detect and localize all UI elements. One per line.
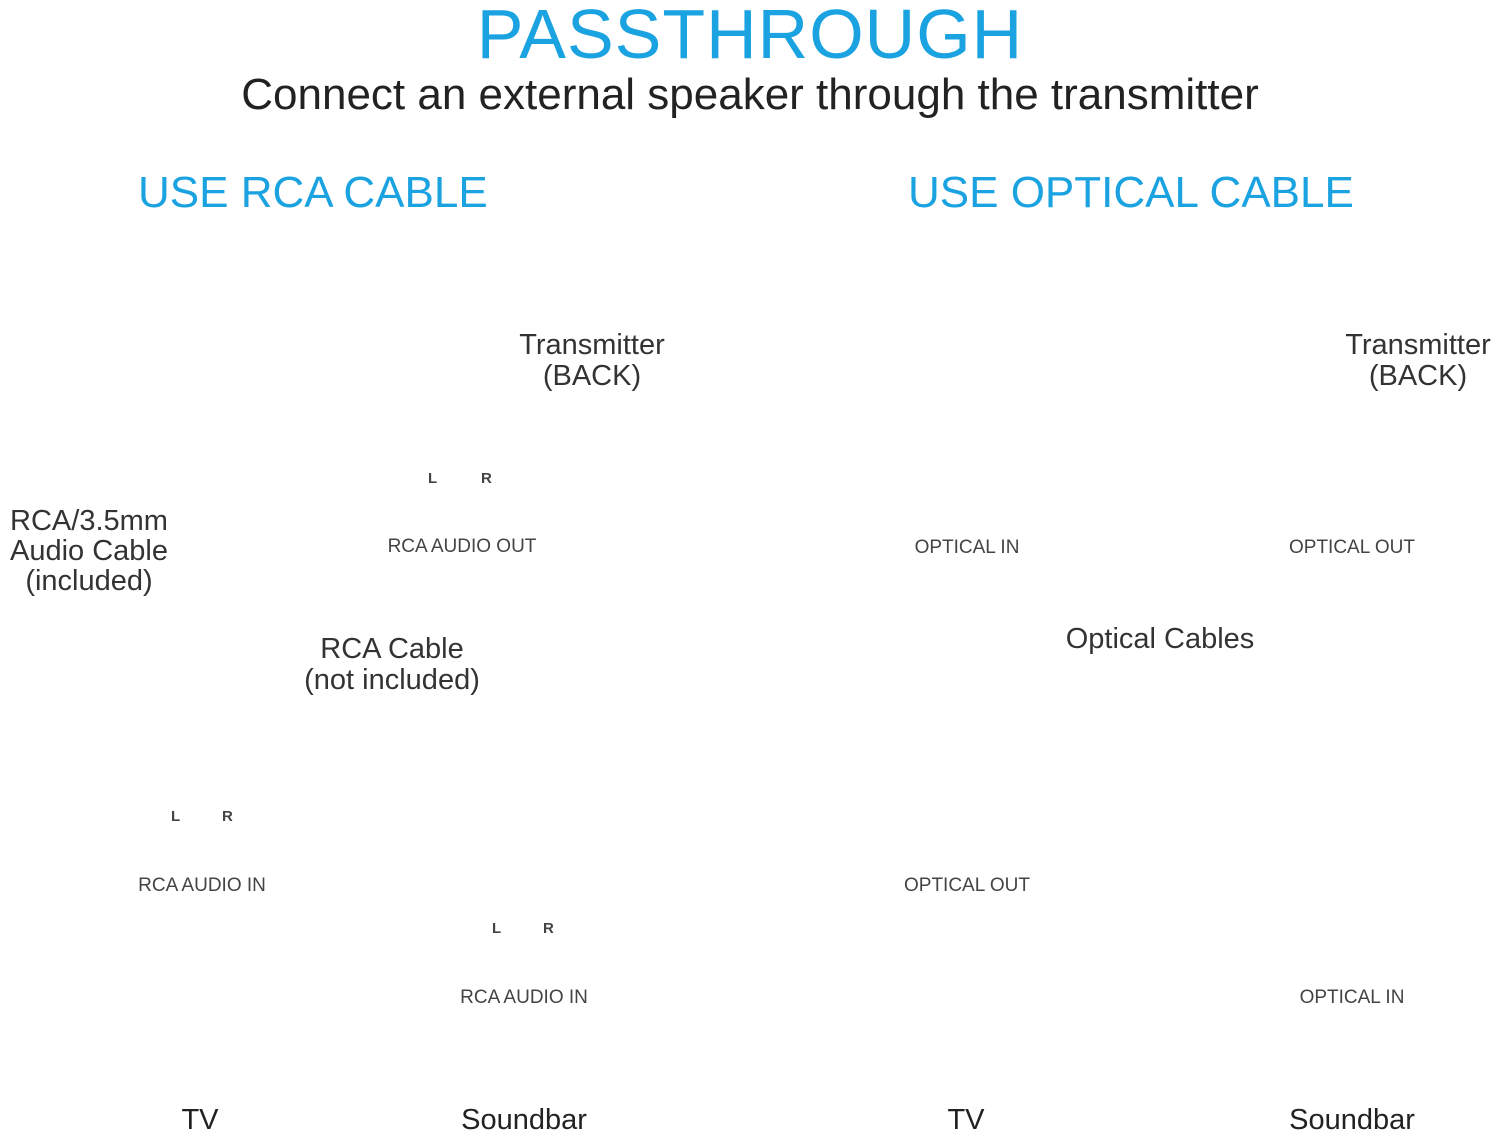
transmitter-label: Transmitter bbox=[519, 329, 665, 361]
tv-rca-audio-in-label: RCA AUDIO IN bbox=[138, 875, 266, 896]
sound-waves-icon-right bbox=[1211, 1032, 1240, 1084]
rca-cable-label: RCA Cable bbox=[320, 633, 464, 665]
audio-cable-label: RCA/3.5mm bbox=[10, 505, 168, 537]
audio-cable-35mm bbox=[173, 415, 231, 719]
tv-rca-l-jack-icon bbox=[160, 828, 196, 864]
tv-optical-port-icon bbox=[940, 810, 992, 862]
rca-audio-out-label: RCA AUDIO OUT bbox=[387, 536, 537, 557]
page-title: PASSTHROUGH bbox=[476, 0, 1024, 73]
rca-red-plug-top bbox=[268, 410, 288, 484]
out-box-l: L bbox=[428, 470, 438, 487]
optical-out-port bbox=[333, 343, 357, 367]
transmitter-label-right: Transmitter bbox=[1345, 329, 1491, 361]
sb-optical-port-icon bbox=[1326, 922, 1378, 974]
rca-out-r-jack-icon bbox=[470, 491, 504, 525]
tv-label: TV bbox=[181, 1104, 219, 1136]
optical-plug-in-top bbox=[1133, 450, 1155, 510]
port-label-power: POWER bbox=[1200, 378, 1219, 384]
optical-in-port-icon bbox=[940, 471, 992, 523]
page-subtitle: Connect an external speaker through the … bbox=[241, 70, 1259, 119]
optical-out-box-label: OPTICAL OUT bbox=[1289, 537, 1415, 558]
stereo-in-port bbox=[194, 347, 210, 363]
tv-box-r: R bbox=[222, 808, 233, 825]
port-label-3r-out: 3R OUT bbox=[1098, 378, 1116, 384]
soundbar-label-right: Soundbar bbox=[1289, 1104, 1415, 1136]
rca-cable-not-included-label: (not included) bbox=[304, 664, 480, 696]
optical-plug-out-top bbox=[1167, 450, 1189, 510]
tv-optical-out-label: OPTICAL OUT bbox=[904, 875, 1030, 896]
out-box-r: R bbox=[481, 470, 492, 487]
transmitter-back-label-right: (BACK) bbox=[1368, 360, 1468, 392]
rca-white-plug-top bbox=[225, 409, 247, 485]
tv-rca-r-jack-icon bbox=[211, 829, 245, 863]
rca-out-l-jack-icon bbox=[418, 490, 454, 526]
transmitter-left bbox=[96, 240, 490, 414]
audio-cable-label-2: Audio Cable bbox=[10, 535, 168, 567]
soundbar-optical-in-label: OPTICAL IN bbox=[1299, 987, 1405, 1008]
soundbar-image-right bbox=[1247, 1057, 1457, 1089]
tv-rca-red-plug bbox=[211, 644, 231, 718]
rca-r-out-port bbox=[266, 342, 290, 366]
sb-rca-r-jack-icon bbox=[531, 941, 565, 975]
tv-image-right bbox=[842, 946, 1094, 1108]
soundbar-image bbox=[419, 1057, 629, 1089]
optical-in-port bbox=[303, 343, 327, 367]
optical-in-box-label: OPTICAL IN bbox=[914, 537, 1020, 558]
port-label-stereo-in: STEREO IN bbox=[1016, 378, 1043, 384]
port-label-optical-out: OPTICAL OUT bbox=[1163, 378, 1196, 384]
optical-out-port-icon bbox=[1326, 471, 1378, 523]
sb-rca-white-plug bbox=[490, 771, 512, 847]
rca-l-out-port bbox=[226, 342, 250, 366]
tv-rca-white-plug bbox=[173, 643, 195, 719]
transmitter-back-label: (BACK) bbox=[542, 360, 642, 392]
tv-box-l: L bbox=[171, 808, 181, 825]
rca-cable bbox=[233, 484, 547, 772]
port-label-optical-in: OPTICAL IN bbox=[1130, 378, 1158, 384]
sb-box-l: L bbox=[492, 920, 502, 937]
tv-optical-plug bbox=[955, 660, 977, 720]
sound-waves-icon bbox=[381, 1032, 667, 1084]
audio-cable-included-label: (included) bbox=[25, 565, 153, 597]
tv-image bbox=[76, 946, 328, 1108]
sb-box-r: R bbox=[543, 920, 554, 937]
soundbar-label: Soundbar bbox=[461, 1104, 587, 1136]
sb-optical-plug bbox=[1341, 770, 1363, 830]
optical-cables-label: Optical Cables bbox=[1065, 623, 1255, 655]
rca-section-heading: USE RCA CABLE bbox=[138, 168, 488, 217]
optical-section-heading: USE OPTICAL CABLE bbox=[908, 168, 1354, 217]
transmitter-right bbox=[918, 240, 1312, 414]
tv-label-right: TV bbox=[947, 1104, 985, 1136]
port-label-3l-out: 3L OUT bbox=[1056, 378, 1073, 384]
soundbar-rca-audio-in-label: RCA AUDIO IN bbox=[460, 987, 588, 1008]
sb-rca-l-jack-icon bbox=[480, 940, 516, 976]
sb-rca-red-plug bbox=[534, 772, 554, 846]
